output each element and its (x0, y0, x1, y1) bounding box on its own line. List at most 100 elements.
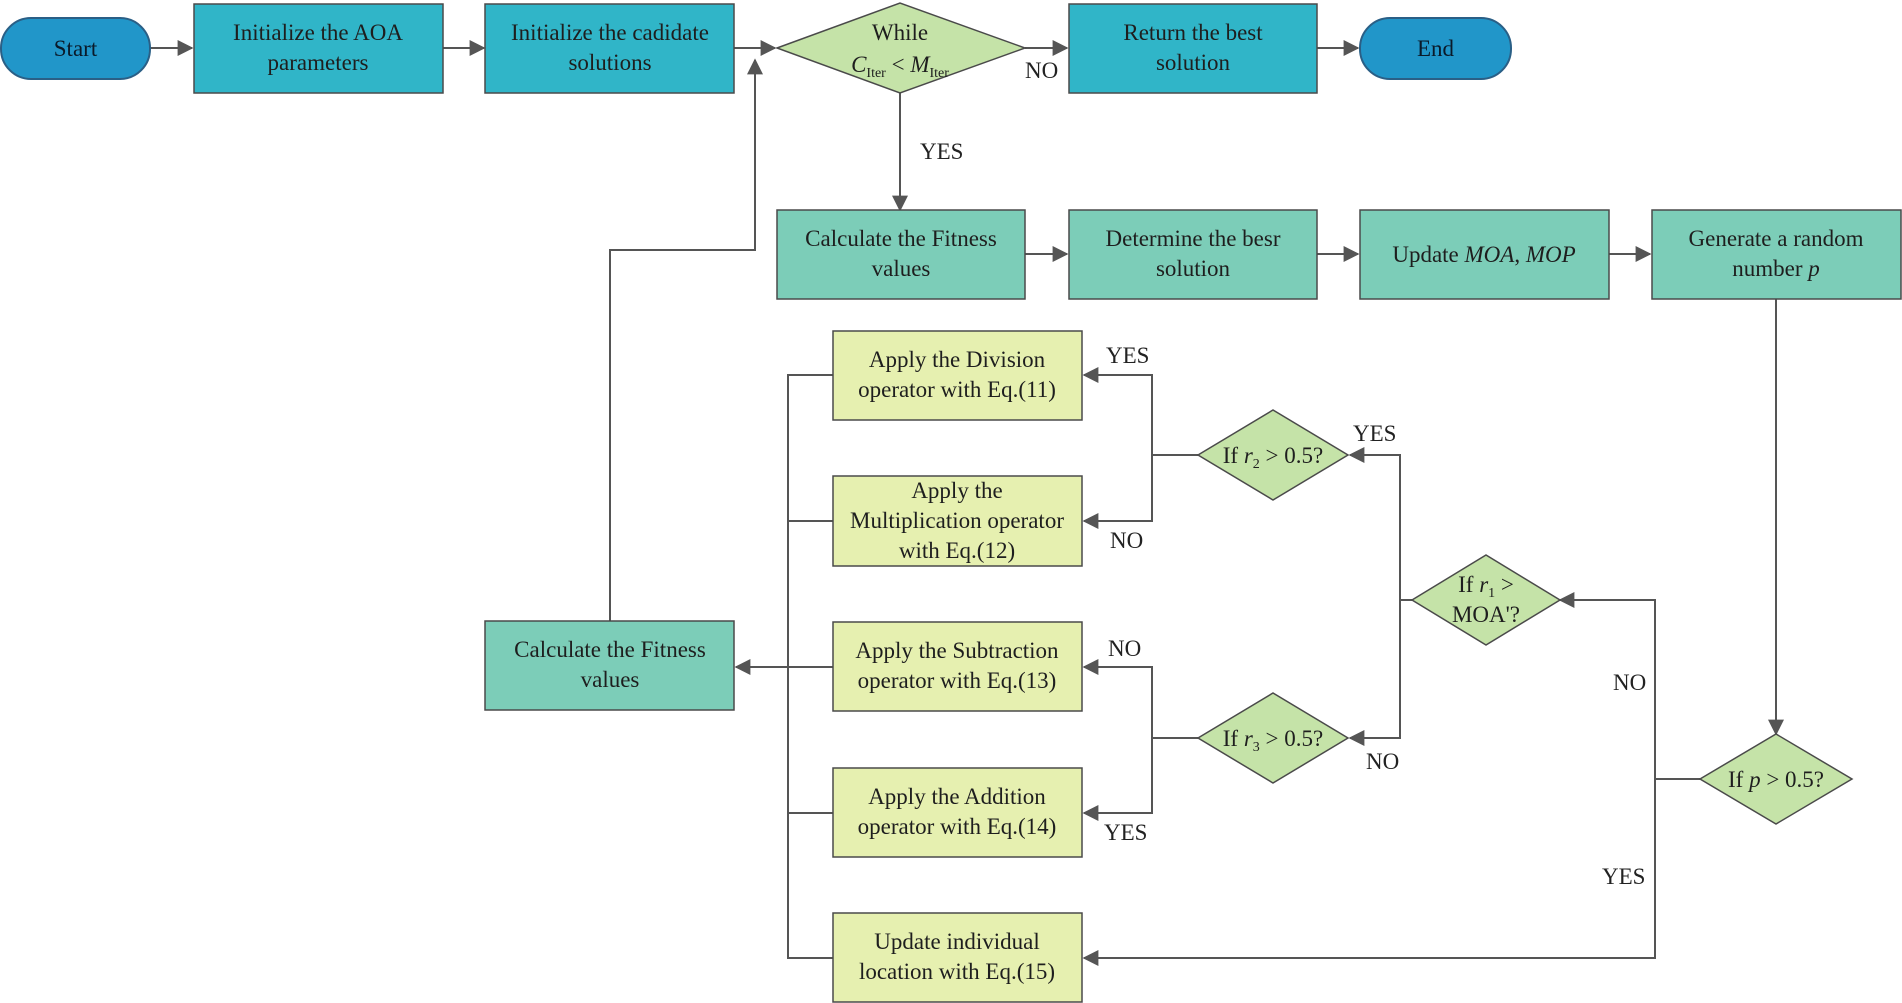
if-r1-sub: 1 (1488, 586, 1495, 601)
update-location-line1: Update individual (874, 929, 1039, 954)
if-p-p: p (1747, 767, 1761, 792)
edge-r1-no (1348, 600, 1401, 746)
determine-best-box: Determine the besr solution (1068, 209, 1318, 300)
while-yes-label: YES (920, 139, 963, 164)
generate-random-box: Generate a random number p (1651, 209, 1902, 300)
start-terminal: Start (0, 17, 151, 80)
calc-fitness-bottom-line2: values (581, 667, 640, 692)
start-label: Start (54, 36, 98, 61)
if-p-prefix: If (1728, 767, 1749, 792)
if-r3-sub: 3 (1253, 740, 1260, 755)
division-line2: operator with Eq.(11) (858, 377, 1056, 402)
init-solutions-line1: Initialize the cadidate (511, 20, 709, 45)
if-r1-prefix: If (1458, 572, 1479, 597)
init-solutions-box: Initialize the cadidate solutions (484, 3, 735, 94)
division-box: Apply the Division operator with Eq.(11) (832, 330, 1083, 421)
if-r1-line2: MOA'? (1452, 602, 1520, 627)
if-p-text: If p > 0.5? (1728, 767, 1824, 792)
generate-random-line1: Generate a random (1689, 226, 1864, 251)
addition-line1: Apply the Addition (868, 784, 1046, 809)
if-r2-text: If r2 > 0.5? (1223, 443, 1323, 472)
update-moa-box: Update MOA, MOP (1359, 209, 1610, 300)
r1-no-label: NO (1366, 749, 1399, 774)
if-r2-decision: If r2 > 0.5? (1196, 409, 1350, 501)
update-moa-moa: MOA (1464, 242, 1516, 267)
division-line1: Apply the Division (869, 347, 1046, 372)
while-no-label: NO (1025, 58, 1058, 83)
generate-random-prefix: number (1732, 256, 1808, 281)
return-best-box: Return the best solution (1068, 3, 1318, 94)
r2-no-label: NO (1110, 528, 1143, 553)
edge-r3-yes (1082, 738, 1153, 821)
end-label: End (1417, 36, 1455, 61)
determine-best-line2: solution (1156, 256, 1231, 281)
while-m: M (909, 52, 931, 77)
init-aoa-box: Initialize the AOA parameters (193, 3, 444, 94)
addition-box: Apply the Addition operator with Eq.(14) (832, 767, 1083, 858)
if-r3-decision: If r3 > 0.5? (1196, 692, 1350, 784)
r3-yes-label: YES (1104, 820, 1147, 845)
return-best-line2: solution (1156, 50, 1231, 75)
if-r2-sub: 2 (1253, 457, 1260, 472)
edge-r2-yes (1082, 367, 1153, 455)
update-location-box: Update individual location with Eq.(15) (832, 912, 1083, 1003)
calc-fitness-bottom-box: Calculate the Fitness values (484, 620, 735, 711)
determine-best-line1: Determine the besr (1106, 226, 1281, 251)
addition-line2: operator with Eq.(14) (858, 814, 1057, 839)
calc-fitness-top-line2: values (872, 256, 931, 281)
generate-random-line2: number p (1732, 256, 1820, 281)
if-r1-r: r (1479, 572, 1489, 597)
p-no-label: NO (1613, 670, 1646, 695)
if-r3-prefix: If (1223, 726, 1244, 751)
edge-labels: NO YES YES NO YES NO NO YES NO YES (920, 58, 1646, 889)
update-moa-sep: , (1514, 242, 1526, 267)
end-terminal: End (1359, 17, 1512, 80)
edge-r3-no (1082, 659, 1153, 738)
multiplication-line3: with Eq.(12) (899, 538, 1015, 563)
edge-r2-no (1082, 455, 1153, 529)
subtraction-line2: operator with Eq.(13) (858, 668, 1057, 693)
if-r2-prefix: If (1223, 443, 1244, 468)
update-moa-mop: MOP (1525, 242, 1576, 267)
multiplication-box: Apply the Multiplication operator with E… (832, 475, 1083, 567)
r2-yes-label: YES (1106, 343, 1149, 368)
update-moa-prefix: Update (1392, 242, 1464, 267)
edge-calc-loop (609, 58, 763, 621)
r3-no-label: NO (1108, 636, 1141, 661)
if-r1-suffix: > (1495, 572, 1514, 597)
update-location-line2: location with Eq.(15) (859, 959, 1055, 984)
if-p-decision: If p > 0.5? (1698, 733, 1854, 825)
init-aoa-line2: parameters (268, 50, 369, 75)
edge-r1-yes (1348, 447, 1401, 600)
if-r2-r: r (1244, 443, 1254, 468)
r1-yes-label: YES (1353, 421, 1396, 446)
init-solutions-line2: solutions (568, 50, 651, 75)
if-r3-text: If r3 > 0.5? (1223, 726, 1323, 755)
edge-ifp-no (1558, 592, 1656, 779)
while-condition: CIter < MIter (851, 52, 949, 81)
return-best-line1: Return the best (1123, 20, 1263, 45)
multiplication-line1: Apply the (911, 478, 1002, 503)
edge-ifp-yes (1082, 779, 1656, 966)
calc-fitness-bottom-line1: Calculate the Fitness (514, 637, 706, 662)
init-aoa-line1: Initialize the AOA (233, 20, 403, 45)
if-r1-decision: If r1 > MOA'? (1410, 554, 1562, 646)
update-moa-text: Update MOA, MOP (1392, 242, 1575, 267)
subtraction-box: Apply the Subtraction operator with Eq.(… (832, 621, 1083, 712)
if-r3-suffix: > 0.5? (1260, 726, 1323, 751)
p-yes-label: YES (1602, 864, 1645, 889)
if-r1-line1: If r1 > (1458, 572, 1514, 601)
while-decision: While CIter < MIter (774, 2, 1028, 94)
while-line1: While (872, 20, 928, 45)
while-op: < (886, 52, 910, 77)
while-m-sub: Iter (930, 66, 950, 81)
multiplication-line2: Multiplication operator (850, 508, 1064, 533)
edges (150, 40, 1784, 966)
calc-fitness-top-line1: Calculate the Fitness (805, 226, 997, 251)
calc-fitness-top-box: Calculate the Fitness values (776, 209, 1026, 300)
generate-random-p: p (1806, 256, 1820, 281)
if-r3-r: r (1244, 726, 1254, 751)
while-c: C (851, 52, 867, 77)
while-c-sub: Iter (866, 66, 886, 81)
